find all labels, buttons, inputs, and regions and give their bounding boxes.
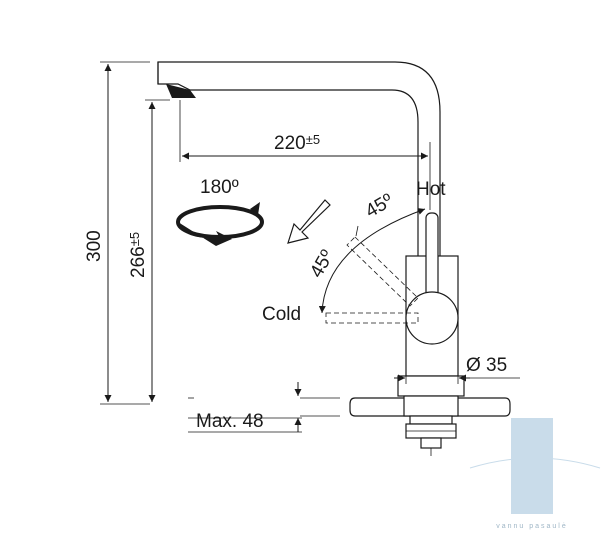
aerator	[166, 84, 196, 98]
watermark-arc	[469, 457, 601, 469]
dimension-max-thickness: Max. 48	[188, 382, 302, 433]
dimension-reach: 220±5	[179, 100, 431, 210]
angle-cold-label: 45º	[306, 247, 338, 282]
rotation-180-icon	[176, 202, 264, 246]
height-spout-label: 266±5	[127, 232, 149, 278]
rotation-label: 180º	[200, 177, 239, 198]
watermark-text: vannu pasaulė	[496, 523, 568, 530]
hot-label: Hot	[416, 179, 446, 200]
diameter-label: Ø 35	[466, 355, 507, 376]
dimension-diameter: Ø 35	[394, 355, 520, 384]
rotation-direction-arrow	[287, 199, 331, 244]
lever-hot-position	[405, 212, 459, 345]
cold-label: Cold	[262, 304, 301, 325]
watermark: vannu pasaulė	[469, 418, 601, 530]
max-thickness-label: Max. 48	[196, 411, 264, 432]
angle-arc	[318, 208, 426, 314]
reach-label: 220±5	[274, 132, 320, 154]
dimension-spout-height: 266±5	[127, 99, 170, 402]
lever-ghost-positions	[325, 236, 419, 324]
dimension-total-height: 300	[84, 61, 150, 405]
watermark-bar	[511, 418, 553, 514]
angle-hot-label: 45º	[362, 190, 397, 222]
height-total-label: 300	[84, 230, 105, 262]
